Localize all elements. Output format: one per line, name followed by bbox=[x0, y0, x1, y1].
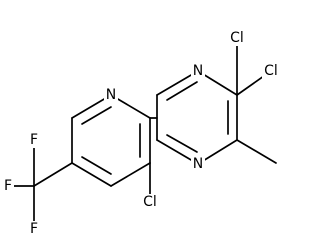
bond-pyridine-double-3 bbox=[81, 156, 112, 175]
atom-cl-top-label: Cl bbox=[230, 30, 244, 46]
atom-f-bottom-label: F bbox=[30, 221, 38, 237]
atom-n-pyrimidine-bottom: N bbox=[191, 156, 205, 172]
bond-pyridine-5 bbox=[71, 162, 112, 187]
bond-pyrimidine-double-3 bbox=[166, 134, 198, 153]
atom-cl-pyridine-label: Cl bbox=[143, 194, 157, 210]
chemical-structure-diagram: N N N Cl Cl Cl F F bbox=[2, 30, 280, 237]
atom-n-pyrimidine-top: N bbox=[191, 63, 205, 79]
bond-pyridine-double-1 bbox=[81, 106, 112, 125]
bond-pyrimidine-double-1 bbox=[166, 81, 198, 101]
bond-methyl bbox=[236, 139, 277, 164]
atom-n-pyrimidine-top-bg bbox=[191, 63, 205, 79]
atom-f-bottom: F bbox=[28, 221, 40, 237]
bond-pyridine-4 bbox=[110, 162, 151, 187]
atom-f-left-bg bbox=[2, 178, 14, 194]
atom-f-top-bg bbox=[28, 132, 40, 148]
atom-n-pyrimidine-bottom-bg bbox=[191, 156, 205, 172]
atom-cl-right-bg bbox=[262, 63, 280, 79]
atom-cl-pyridine-bg bbox=[141, 194, 159, 210]
atom-f-left: F bbox=[2, 178, 14, 194]
atom-label-layer: N N N Cl Cl Cl F F bbox=[2, 30, 280, 237]
atom-cl-pyridine: Cl bbox=[141, 194, 159, 210]
atom-n-pyrimidine-bottom-label: N bbox=[193, 156, 203, 172]
atom-cl-top: Cl bbox=[229, 30, 245, 46]
atom-cl-right: Cl bbox=[262, 63, 280, 79]
atom-f-bottom-bg bbox=[28, 221, 40, 237]
atom-n-pyrimidine-top-label: N bbox=[193, 63, 203, 79]
atom-n-pyridine-bg bbox=[104, 87, 118, 103]
atom-cl-top-bg bbox=[229, 30, 245, 46]
atom-n-pyridine-label: N bbox=[106, 87, 116, 103]
atom-f-left-label: F bbox=[4, 178, 12, 194]
atom-f-top: F bbox=[28, 132, 40, 148]
bond-cf3 bbox=[33, 162, 73, 187]
atom-f-top-label: F bbox=[30, 132, 38, 148]
atom-cl-right-label: Cl bbox=[264, 63, 278, 79]
atom-n-pyridine: N bbox=[104, 87, 118, 103]
